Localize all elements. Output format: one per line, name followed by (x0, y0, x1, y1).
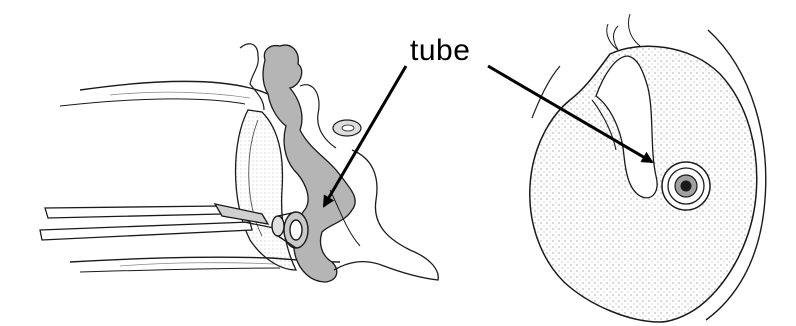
eardrum-front-view (530, 14, 766, 322)
arrow-to-left-tube (324, 66, 406, 206)
instrument (40, 204, 274, 240)
tube-right (662, 162, 710, 210)
tube-label: tube (410, 34, 470, 68)
